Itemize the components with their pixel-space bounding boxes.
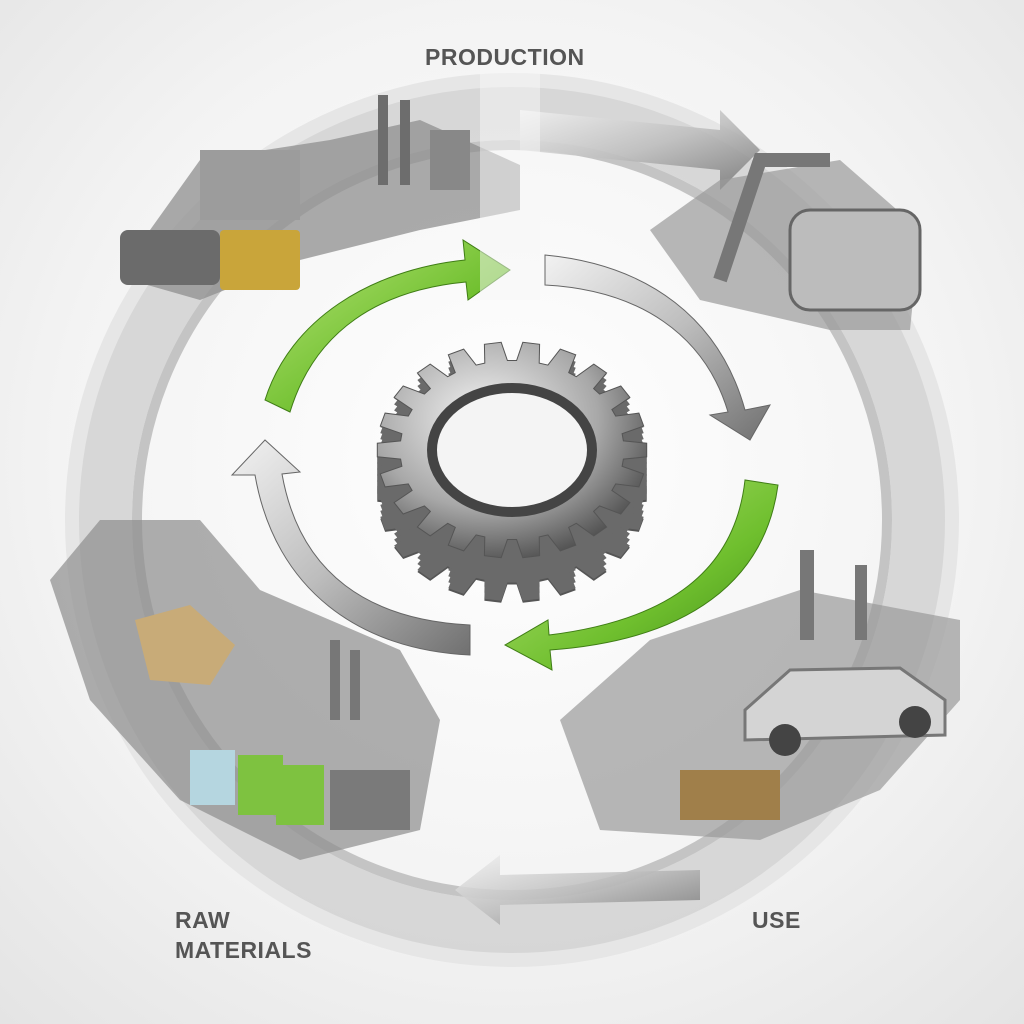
production-scene bbox=[120, 95, 520, 300]
raw-materials-label-line1: RAW bbox=[175, 907, 231, 933]
raw-materials-label-line2: MATERIALS bbox=[175, 937, 312, 963]
gear-hole bbox=[427, 383, 597, 517]
raw-materials-scene bbox=[50, 520, 440, 860]
gray-arrow-bottom-left-icon bbox=[230, 439, 471, 656]
outer-arrow-top-icon bbox=[520, 110, 760, 190]
use-scene-top bbox=[650, 153, 922, 330]
use-scene-bottom bbox=[560, 550, 960, 840]
gray-arrow-top-right-icon bbox=[544, 254, 771, 441]
gear-icon bbox=[376, 341, 648, 603]
green-arrow-bottom-right-icon bbox=[503, 479, 779, 671]
production-label: PRODUCTION bbox=[425, 44, 585, 70]
raw-materials-label: RAW MATERIALS bbox=[175, 905, 312, 965]
outer-arrow-bottom-icon bbox=[455, 855, 700, 925]
use-label: USE bbox=[752, 907, 801, 933]
